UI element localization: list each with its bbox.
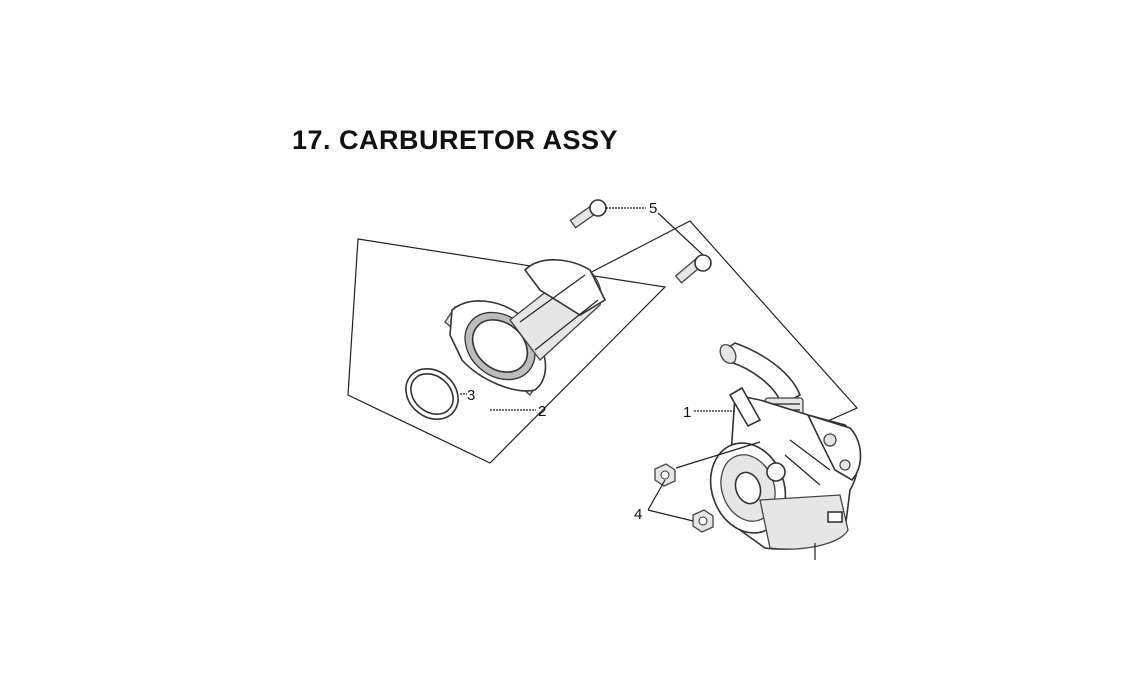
page-title: 17. CARBURETOR ASSY: [292, 125, 619, 155]
insulator-part: [444, 259, 607, 396]
callout-o-ring: 3: [467, 387, 475, 404]
nut-part-upper: [654, 463, 676, 487]
bolt-part-upper: [569, 199, 607, 229]
nut-part-lower: [692, 509, 714, 533]
bolt-part-lower: [674, 254, 712, 284]
carburetor-kit-frame: [579, 220, 858, 429]
callout-carburetor: 1: [683, 404, 691, 421]
o-ring-part: [405, 368, 459, 420]
callout-bolt: 5: [649, 200, 657, 217]
callout-insulator: 2: [538, 403, 546, 420]
callout-nut: 4: [634, 506, 642, 523]
carburetor-part: [709, 342, 862, 560]
